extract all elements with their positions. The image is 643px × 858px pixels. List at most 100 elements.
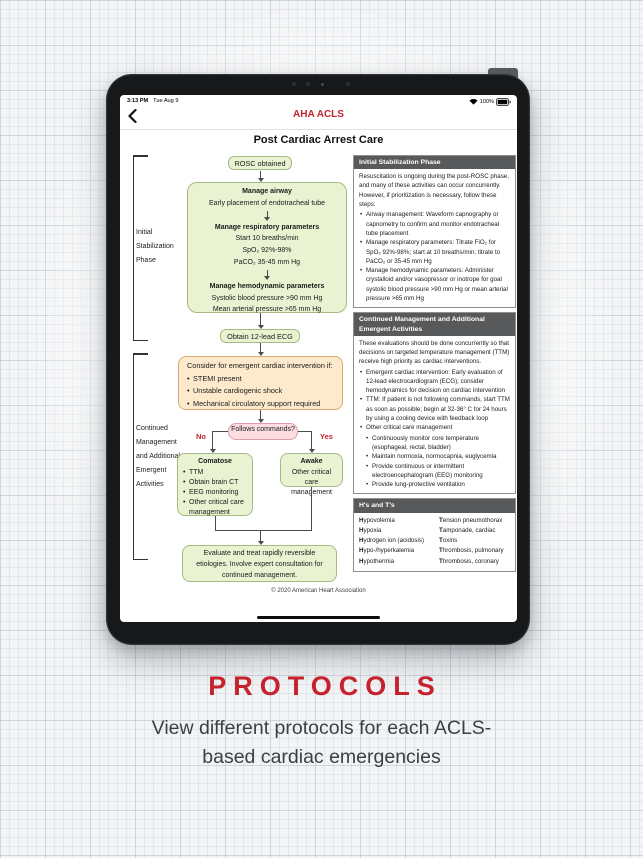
marketing-subtitle-line1: View different protocols for each ACLS- xyxy=(151,717,492,739)
branch-line-yes xyxy=(298,431,312,432)
status-bar: 3:13 PM Tue Aug 9 100% xyxy=(120,95,517,107)
battery-icon xyxy=(496,97,511,106)
ipad-device: 3:13 PM Tue Aug 9 100% AHA ACLS Post Card… xyxy=(106,74,530,645)
protocol-title: Post Cardiac Arrest Care xyxy=(253,134,384,146)
node-final: Evaluate and treat rapidly reversible et… xyxy=(182,545,337,582)
branch-line-no xyxy=(212,431,228,432)
h-item: Hypovolemia xyxy=(359,516,395,524)
wifi-icon xyxy=(469,98,478,105)
section-bullet: Airway management: Waveform capnography … xyxy=(359,210,510,238)
comatose-bullet: TTM xyxy=(183,468,247,478)
section-header: Initial Stabilization Phase xyxy=(354,156,515,170)
hemodynamic-line: Systolic blood pressure >90 mm Hg xyxy=(211,294,323,302)
intervention-bullet: Unstable cardiogenic shock xyxy=(187,385,334,398)
section-sub-bullet: Maintain normoxia, normocapnia, euglycem… xyxy=(365,452,510,462)
node-ecg: Obtain 12-lead ECG xyxy=(220,329,300,343)
node-awake: Awake Other critical care management xyxy=(280,453,343,496)
t-item: Thrombosis, coronary xyxy=(439,557,499,565)
section-intro: Resuscitation is ongoing during the post… xyxy=(359,173,509,209)
section-bullet: Manage respiratory parameters: Titrate F… xyxy=(359,238,510,266)
section-sub-bullet: Continuously monitor core temperature (e… xyxy=(365,434,510,453)
arrow-down xyxy=(308,431,315,453)
node-intervention: Consider for emergent cardiac interventi… xyxy=(178,356,343,410)
node-decision: Follows commands? xyxy=(228,423,298,440)
respiratory-line: SpO₂ 92%-98% xyxy=(242,247,292,255)
h-item: Hydrogen ion (acidosis) xyxy=(359,537,424,545)
camera-lens-icon xyxy=(321,82,324,86)
comatose-bullet: Obtain brain CT xyxy=(183,478,247,488)
phase2-bracket xyxy=(133,353,148,560)
nav-separator xyxy=(120,129,517,130)
arrow-down xyxy=(264,269,271,280)
marketing-subtitle-line2: based cardiac emergencies xyxy=(202,745,441,768)
respiratory-title: Manage respiratory parameters xyxy=(214,223,320,231)
arrow-down xyxy=(257,171,264,182)
hemodynamic-line: Mean arterial pressure >65 mm Hg xyxy=(212,306,322,314)
airway-title: Manage airway xyxy=(242,188,292,195)
awake-title: Awake xyxy=(300,458,323,465)
respiratory-line: PaCO₂ 35-45 mm Hg xyxy=(233,258,301,266)
respiratory-line: Start 10 breaths/min xyxy=(235,235,299,243)
section-header: H's and T's xyxy=(354,499,515,513)
status-right: 100% xyxy=(469,97,511,106)
status-time: 3:13 PM xyxy=(127,98,149,104)
comatose-bullet: Other critical care management xyxy=(183,498,247,518)
arrow-down xyxy=(264,210,271,221)
intervention-bullet: STEMI present xyxy=(187,373,334,386)
home-indicator[interactable] xyxy=(257,616,380,619)
section-bullet: Manage hemodynamic parameters: Administe… xyxy=(359,266,510,303)
section-initial-stabilization: Initial Stabilization Phase Resuscitatio… xyxy=(353,155,516,309)
hemodynamic-title: Manage hemodynamic parameters xyxy=(209,282,325,290)
status-time-date: 3:13 PM Tue Aug 9 xyxy=(127,98,178,104)
section-header: Continued Management and Additional Emer… xyxy=(354,313,515,336)
merge-line xyxy=(311,487,312,530)
section-hs-and-ts: H's and T's Hypovolemia Tension pneumoth… xyxy=(353,498,516,572)
camera-dot xyxy=(346,82,350,86)
info-panel: Initial Stabilization Phase Resuscitatio… xyxy=(353,155,516,572)
merge-line xyxy=(215,530,312,531)
comatose-bullet: EEG monitoring xyxy=(183,488,247,498)
camera-dot xyxy=(292,82,296,86)
phase2-label: Continued Management and Additional Emer… xyxy=(136,421,180,493)
phase1-label: Initial Stabilization Phase xyxy=(136,225,182,269)
arrow-down xyxy=(257,343,264,356)
comatose-title: Comatose xyxy=(198,458,232,465)
copyright-text: © 2020 American Heart Association xyxy=(271,588,366,594)
marketing-headline: PROTOCOLS xyxy=(208,671,442,701)
arrow-down xyxy=(257,410,264,423)
node-rosc: ROSC obtained xyxy=(228,156,292,170)
app-screen: 3:13 PM Tue Aug 9 100% AHA ACLS Post Card… xyxy=(120,95,517,622)
section-intro: These evaluations should be done concurr… xyxy=(359,339,510,366)
merge-line xyxy=(215,516,216,530)
arrow-down xyxy=(257,530,264,545)
intervention-bullet: Mechanical circulatory support required xyxy=(187,398,334,411)
nav-bar: AHA ACLS xyxy=(120,105,517,129)
intervention-title: Consider for emergent cardiac interventi… xyxy=(187,361,333,370)
t-item: Tamponade, cardiac xyxy=(439,526,496,534)
no-label: No xyxy=(196,432,206,441)
section-bullet: Other critical care management xyxy=(359,423,510,433)
t-item: Tension pneumothorax xyxy=(439,516,503,524)
battery-percent: 100% xyxy=(479,98,494,105)
airway-line: Early placement of endotracheal tube xyxy=(209,199,325,207)
back-chevron-icon xyxy=(128,108,137,124)
node-stabilization: Manage airway Early placement of endotra… xyxy=(187,182,347,313)
phase1-bracket xyxy=(133,155,148,341)
marketing-subtitle: View different protocols for each ACLS- … xyxy=(0,714,643,771)
section-bullet: TTM: If patient is not following command… xyxy=(359,395,510,423)
arrow-down xyxy=(209,431,216,453)
arrow-down xyxy=(257,313,264,329)
h-item: Hypoxia xyxy=(359,526,382,534)
t-item: Toxins xyxy=(439,537,458,545)
camera-dot xyxy=(306,82,310,86)
nav-title: AHA ACLS xyxy=(293,109,344,120)
node-comatose: Comatose TTM Obtain brain CT EEG monitor… xyxy=(177,453,253,516)
status-date: Tue Aug 9 xyxy=(153,98,179,104)
back-button[interactable] xyxy=(128,108,140,125)
h-item: Hypo-/hyperkalemia xyxy=(359,547,415,555)
section-sub-bullet: Provide continuous or intermittent elect… xyxy=(365,462,510,481)
t-item: Thrombosis, pulmonary xyxy=(439,547,504,555)
yes-label: Yes xyxy=(320,432,333,441)
section-continued-management: Continued Management and Additional Emer… xyxy=(353,312,516,495)
